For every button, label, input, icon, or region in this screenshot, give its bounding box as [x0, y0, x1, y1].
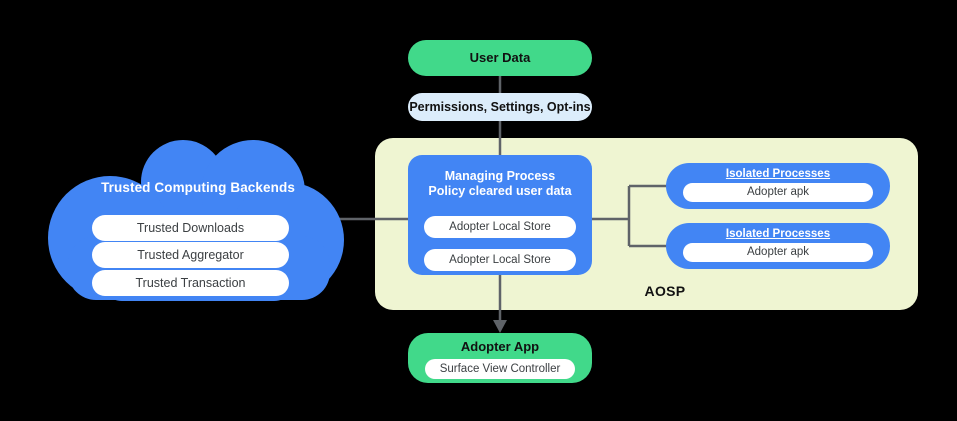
managing-process-title: Managing Process Policy cleared user dat… [408, 155, 592, 199]
permissions-settings-optins-node[interactable]: Permissions, Settings, Opt-ins [408, 93, 592, 121]
managing-process-node[interactable]: Managing Process Policy cleared user dat… [408, 155, 592, 275]
cloud-item-trusted-aggregator[interactable]: Trusted Aggregator [92, 242, 289, 268]
aosp-label: AOSP [644, 283, 686, 299]
arrowhead-adopterapp [493, 320, 507, 333]
adopter-apk-1[interactable]: Adopter apk [683, 183, 873, 202]
isolated-processes-title-1: Isolated Processes [725, 168, 831, 180]
managing-process-title-line1: Managing Process [444, 169, 556, 183]
user-data-label: User Data [469, 50, 531, 65]
adopter-apk-2[interactable]: Adopter apk [683, 243, 873, 262]
adopter-app-node[interactable]: Adopter App Surface View Controller [408, 333, 592, 383]
cloud-item-trusted-downloads[interactable]: Trusted Downloads [92, 215, 289, 241]
managing-process-title-line2: Policy cleared user data [428, 184, 572, 198]
surface-view-controller[interactable]: Surface View Controller [425, 359, 575, 379]
isolated-processes-node-2[interactable]: Isolated Processes Adopter apk [666, 223, 890, 269]
isolated-processes-node-1[interactable]: Isolated Processes Adopter apk [666, 163, 890, 209]
isolated-processes-title-2: Isolated Processes [725, 228, 831, 240]
adopter-local-store-2[interactable]: Adopter Local Store [424, 249, 576, 271]
cloud-item-trusted-transaction[interactable]: Trusted Transaction [92, 270, 289, 296]
cloud-title: Trusted Computing Backends [101, 180, 295, 195]
user-data-node[interactable]: User Data [408, 40, 592, 76]
adopter-app-title: Adopter App [460, 339, 540, 354]
adopter-local-store-1[interactable]: Adopter Local Store [424, 216, 576, 238]
